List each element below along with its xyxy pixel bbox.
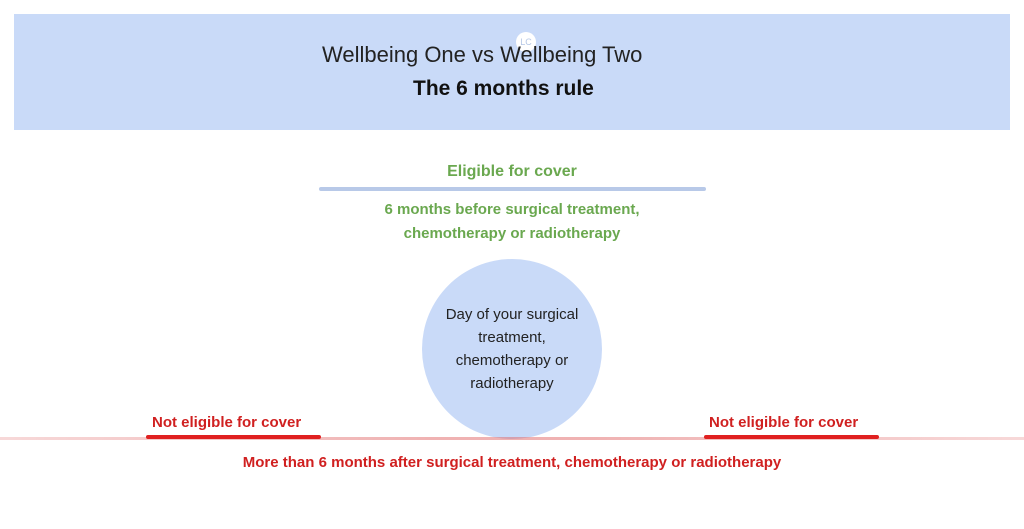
not-eligible-description: More than 6 months after surgical treatm…: [242, 454, 782, 471]
page-subtitle: The 6 months rule: [413, 77, 594, 100]
not-eligible-right-underline: [704, 435, 879, 439]
eligible-heading: Eligible for cover: [447, 163, 577, 180]
not-eligible-left-label: Not eligible for cover: [152, 414, 302, 431]
not-eligible-right-label: Not eligible for cover: [709, 414, 859, 431]
not-eligible-left-underline: [146, 435, 321, 439]
treatment-day-circle: Day of your surgical treatment, chemothe…: [422, 259, 602, 439]
eligible-description-text: 6 months before surgical treatment, chem…: [384, 201, 640, 242]
eligible-description: 6 months before surgical treatment, chem…: [0, 198, 1024, 246]
logo-badge: LC: [516, 32, 536, 52]
timeline-line: [0, 437, 1024, 440]
eligible-divider: [319, 187, 706, 191]
treatment-day-text: Day of your surgical treatment, chemothe…: [445, 306, 579, 392]
page-title: Wellbeing One vs Wellbeing Two: [322, 42, 643, 67]
header-banner: LC: [14, 14, 1010, 130]
